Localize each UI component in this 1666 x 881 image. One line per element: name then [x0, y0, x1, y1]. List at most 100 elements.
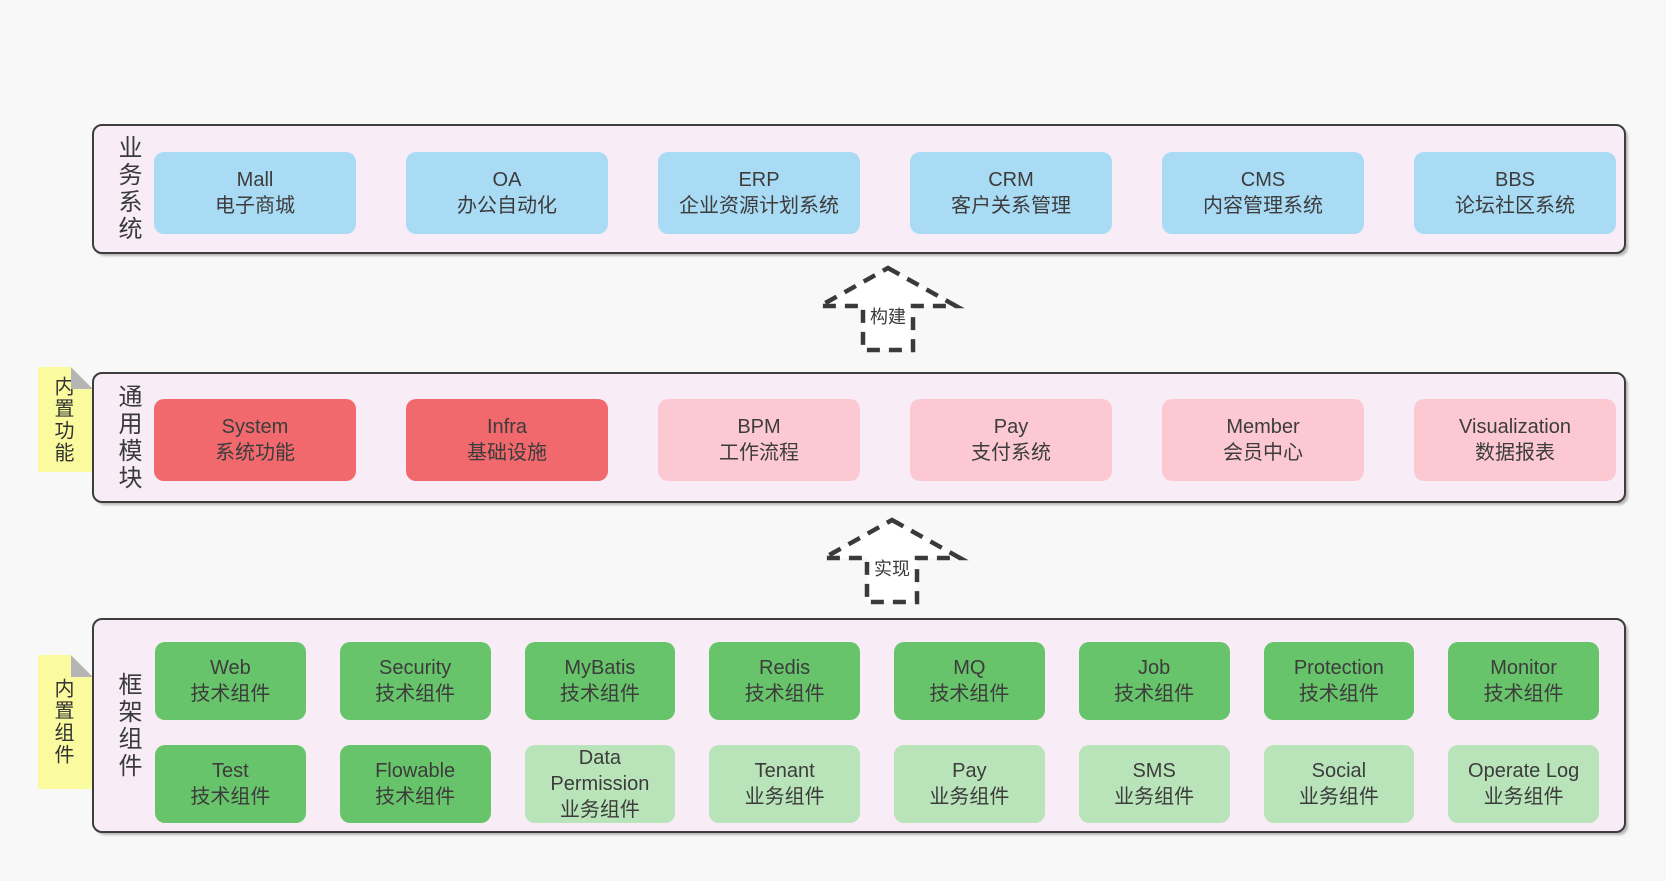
diagram-box: Mall 电子商城	[154, 152, 356, 234]
box-subtitle: 客户关系管理	[951, 195, 1071, 217]
diagram-box: Test 技术组件	[155, 745, 306, 823]
sticky-note-built-in-components: 内置组件	[38, 655, 93, 789]
band-label: 业务系统	[114, 135, 141, 243]
arrow-label: 构建	[867, 302, 909, 330]
box-title: MQ	[953, 657, 986, 679]
sticky-note-label: 内置功能	[51, 375, 73, 464]
sticky-note-built-in-features: 内置功能	[38, 367, 93, 472]
box-title: Data Permission	[550, 747, 650, 795]
box-title: Member	[1226, 416, 1300, 438]
box-subtitle: 技术组件	[929, 683, 1010, 705]
diagram-box: MQ 技术组件	[894, 642, 1045, 720]
box-subtitle: 业务组件	[929, 786, 1010, 808]
box-title: Pay	[952, 760, 987, 782]
business-box-row: Mall 电子商城 OA 办公自动化 ERP 企业资源计划系统 CRM 客户关系管理 CMS 内容…	[154, 152, 1616, 234]
box-subtitle: 企业资源计划系统	[679, 195, 839, 217]
diagram-box: Tenant 业务组件	[709, 745, 860, 823]
box-subtitle: 技术组件	[375, 786, 456, 808]
box-title: CMS	[1240, 169, 1286, 191]
box-title: BBS	[1494, 169, 1536, 191]
box-subtitle: 业务组件	[744, 786, 825, 808]
diagram-box: Data Permission 业务组件	[524, 745, 676, 823]
box-title: BPM	[737, 416, 781, 438]
box-subtitle: 支付系统	[971, 442, 1051, 464]
box-subtitle: 系统功能	[215, 442, 295, 464]
box-subtitle: 基础设施	[467, 442, 547, 464]
box-title: MyBatis	[564, 657, 636, 679]
box-title: Mall	[236, 169, 274, 191]
arrow-label: 实现	[871, 554, 913, 582]
box-subtitle: 会员中心	[1223, 442, 1303, 464]
box-title: Monitor	[1490, 657, 1557, 679]
box-title: Web	[209, 657, 251, 679]
diagram-box: Protection 技术组件	[1263, 642, 1415, 720]
box-title: Tenant	[754, 760, 815, 782]
box-title: CRM	[988, 169, 1034, 191]
box-subtitle: 技术组件	[744, 683, 825, 705]
box-title: ERP	[738, 169, 780, 191]
diagram-box: ERP 企业资源计划系统	[658, 152, 860, 234]
diagram-box: Job 技术组件	[1078, 642, 1230, 720]
box-subtitle: 数据报表	[1475, 442, 1555, 464]
framework-components-band: 框架组件 Web 技术组件 Security 技术组件 MyBatis 技术组件 Redis…	[92, 618, 1626, 833]
build-arrow: 构建	[811, 265, 965, 353]
diagram-box: System 系统功能	[154, 399, 356, 481]
box-subtitle: 电子商城	[215, 195, 295, 217]
box-subtitle: 工作流程	[719, 442, 799, 464]
folded-corner	[71, 367, 93, 389]
box-subtitle: 办公自动化	[457, 195, 557, 217]
diagram-box: BBS 论坛社区系统	[1414, 152, 1616, 234]
box-subtitle: 论坛社区系统	[1455, 195, 1575, 217]
folded-corner	[71, 655, 93, 677]
diagram-box: Monitor 技术组件	[1448, 642, 1599, 720]
business-systems-band: 业务系统 Mall 电子商城 OA 办公自动化 ERP 企业资源计划系统 CRM 客户关系管理…	[92, 124, 1626, 254]
band-label: 通用模块	[114, 383, 141, 492]
box-subtitle: 技术组件	[559, 683, 640, 705]
box-subtitle: 业务组件	[559, 799, 640, 821]
box-subtitle: 业务组件	[1114, 786, 1195, 808]
diagram-box: Member 会员中心	[1162, 399, 1364, 481]
box-title: Test	[212, 760, 249, 782]
box-title: Infra	[486, 416, 528, 438]
box-title: SMS	[1132, 760, 1176, 782]
box-title: Flowable	[375, 760, 456, 782]
diagram-box: Web 技术组件	[155, 642, 306, 720]
box-subtitle: 业务组件	[1298, 786, 1379, 808]
box-title: Operate Log	[1468, 760, 1580, 782]
box-subtitle: 技术组件	[375, 683, 456, 705]
box-title: Security	[379, 657, 452, 679]
diagram-box: Flowable 技术组件	[339, 745, 491, 823]
box-subtitle: 技术组件	[1114, 683, 1195, 705]
band-label: 框架组件	[114, 671, 141, 780]
box-title: System	[221, 416, 289, 438]
diagram-box: Security 技术组件	[339, 642, 491, 720]
box-title: Job	[1138, 657, 1171, 679]
diagram-box: Infra 基础设施	[406, 399, 608, 481]
diagram-box: CMS 内容管理系统	[1162, 152, 1364, 234]
diagram-box: Pay 支付系统	[910, 399, 1112, 481]
box-title: Protection	[1293, 657, 1384, 679]
box-subtitle: 技术组件	[190, 683, 271, 705]
diagram-box: BPM 工作流程	[658, 399, 860, 481]
box-title: OA	[492, 169, 522, 191]
diagram-box: CRM 客户关系管理	[910, 152, 1112, 234]
box-subtitle: 技术组件	[190, 786, 271, 808]
sticky-note-label: 内置组件	[51, 678, 73, 766]
diagram-box: Pay 业务组件	[894, 745, 1045, 823]
box-subtitle: 技术组件	[1298, 683, 1379, 705]
implement-arrow: 实现	[815, 517, 969, 605]
box-subtitle: 业务组件	[1483, 786, 1564, 808]
box-subtitle: 技术组件	[1483, 683, 1564, 705]
box-title: Social	[1311, 760, 1367, 782]
diagram-box: MyBatis 技术组件	[524, 642, 676, 720]
diagram-box: OA 办公自动化	[406, 152, 608, 234]
diagram-box: SMS 业务组件	[1078, 745, 1230, 823]
diagram-box: Operate Log 业务组件	[1448, 745, 1599, 823]
box-title: Pay	[993, 416, 1029, 438]
modules-box-row: System 系统功能 Infra 基础设施 BPM 工作流程 Pay 支付系统 Member 会…	[154, 399, 1616, 481]
box-title: Redis	[759, 657, 811, 679]
box-subtitle: 内容管理系统	[1203, 195, 1323, 217]
